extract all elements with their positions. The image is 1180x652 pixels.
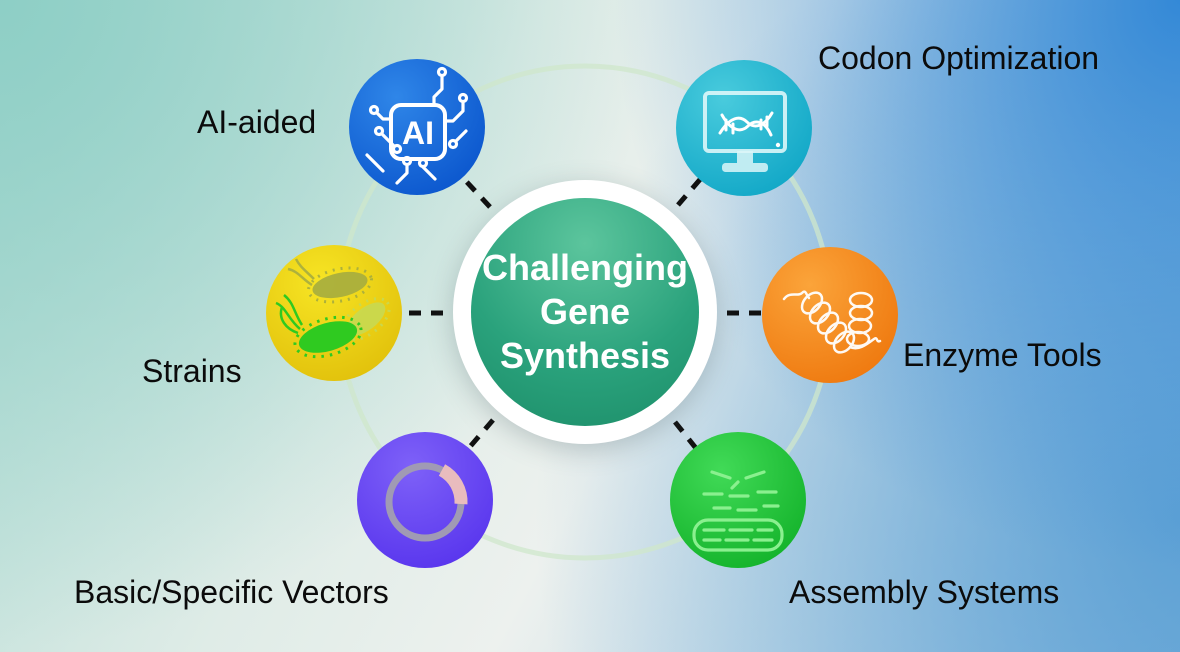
connector-line-codon bbox=[676, 174, 705, 207]
hub-title-line1: Challenging bbox=[482, 247, 688, 289]
node-circle-enzyme-tools bbox=[762, 247, 898, 383]
dna-fragments-assembly-icon bbox=[692, 470, 784, 552]
protein-ribbon-icon bbox=[782, 290, 882, 354]
ai-icon-text: AI bbox=[402, 115, 434, 151]
label-ai-aided: AI-aided bbox=[197, 104, 317, 140]
hub-title: Challenging Gene Synthesis bbox=[482, 246, 688, 378]
node-circle-assembly-systems bbox=[670, 432, 806, 568]
monitor-dna-icon bbox=[703, 91, 787, 172]
hub-title-line2: Gene bbox=[539, 291, 631, 333]
center-hub: Challenging Gene Synthesis bbox=[453, 180, 717, 444]
label-strains: Strains bbox=[142, 353, 242, 389]
label-assembly-systems: Assembly Systems bbox=[789, 574, 1060, 610]
connector-line-vectors bbox=[466, 418, 495, 451]
connector-line-ai bbox=[462, 177, 492, 209]
hub-title-line3: Synthesis bbox=[499, 334, 671, 376]
label-codon-optimization: Codon Optimization bbox=[818, 40, 1100, 76]
bacteria-icon bbox=[275, 258, 391, 359]
label-basic-specific-vectors: Basic/Specific Vectors bbox=[74, 574, 389, 610]
center-hub-circle: Challenging Gene Synthesis bbox=[471, 198, 699, 426]
node-circle-strains bbox=[266, 245, 402, 381]
node-circle-ai-aided: AI bbox=[349, 59, 485, 195]
node-circle-basic-specific-vectors bbox=[357, 432, 493, 568]
ai-chip-icon: AI bbox=[365, 66, 469, 185]
label-enzyme-tools: Enzyme Tools bbox=[903, 337, 1102, 373]
plasmid-ring-icon bbox=[385, 462, 468, 542]
node-circle-codon-optimization bbox=[676, 60, 812, 196]
